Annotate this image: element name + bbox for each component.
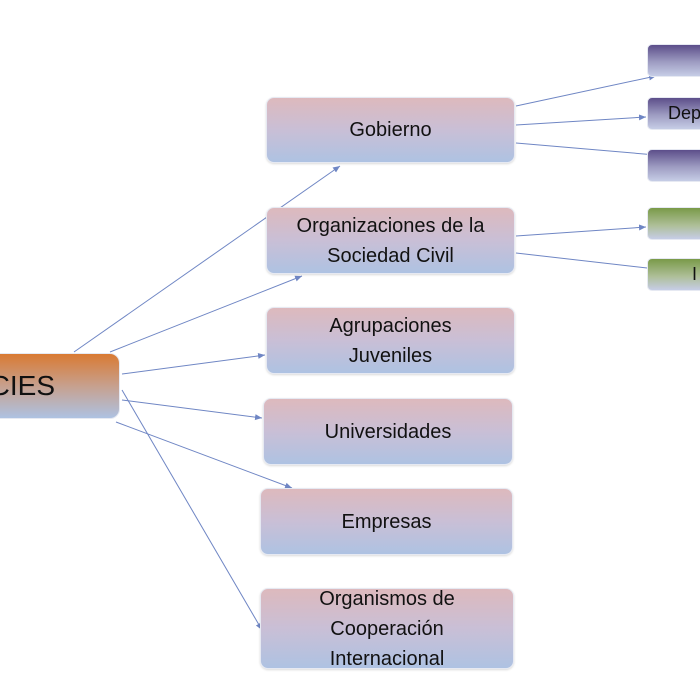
node-organismos-label: Organismos de Cooperación Internacional bbox=[319, 587, 455, 670]
root-label: CIES bbox=[0, 370, 55, 401]
connector-root-empresas bbox=[115, 421, 293, 489]
leaf-gobierno-2: Dep bbox=[647, 97, 700, 130]
node-agrupaciones-label: Agrupaciones Juveniles bbox=[329, 314, 452, 367]
node-gobierno-label: Gobierno bbox=[349, 119, 432, 141]
connector-osc-leaf1 bbox=[515, 224, 647, 237]
connector-root-organismos bbox=[121, 389, 263, 631]
leaf-gobierno-1 bbox=[647, 44, 700, 77]
node-agrupaciones: Agrupaciones Juveniles bbox=[266, 307, 515, 374]
node-universidades: Universidades bbox=[263, 398, 513, 465]
leaf-gobierno-2-label: Dep bbox=[668, 103, 700, 123]
leaf-osc-2-label: I bbox=[692, 264, 698, 284]
leaf-gobierno-3 bbox=[647, 149, 700, 182]
node-organismos: Organismos de Cooperación Internacional bbox=[260, 588, 514, 670]
connector-gobierno-leaf2 bbox=[515, 114, 647, 126]
leaf-osc-2: I bbox=[647, 258, 700, 291]
node-osc: Organizaciones de la Sociedad Civil bbox=[266, 207, 515, 274]
connector-root-gobierno bbox=[73, 165, 341, 353]
node-osc-label: Organizaciones de la Sociedad Civil bbox=[296, 214, 485, 267]
leaf-osc-1 bbox=[647, 207, 700, 240]
root-node: CIES bbox=[0, 353, 120, 419]
connector-root-universidades bbox=[121, 399, 263, 421]
node-empresas: Empresas bbox=[260, 488, 513, 555]
node-universidades-label: Universidades bbox=[324, 420, 452, 443]
connector-root-agrupaciones bbox=[121, 352, 266, 375]
node-empresas-label: Empresas bbox=[341, 510, 432, 533]
connector-osc-leaf2 bbox=[515, 252, 657, 272]
connector-gobierno-leaf1 bbox=[515, 74, 657, 107]
node-gobierno: Gobierno bbox=[266, 97, 515, 163]
connector-gobierno-leaf3 bbox=[515, 142, 657, 158]
connector-root-osc bbox=[109, 275, 303, 353]
